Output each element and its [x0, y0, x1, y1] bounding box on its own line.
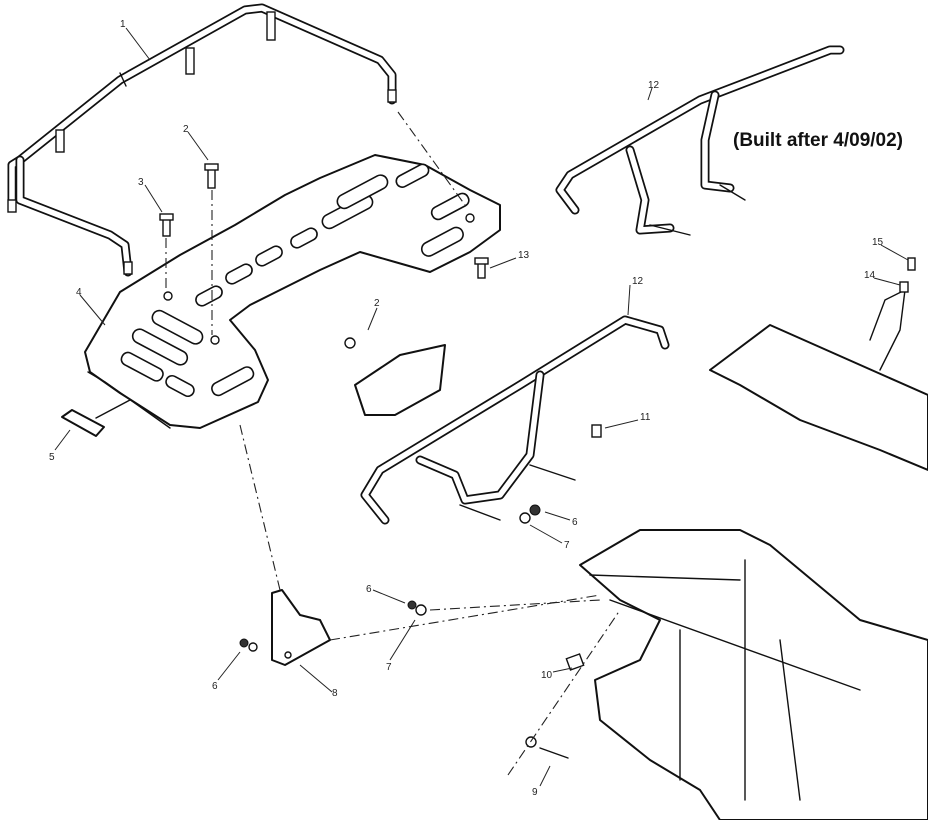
callout-1: 1 [120, 19, 126, 30]
frame-section-upper-right [709, 257, 928, 471]
callout-2: 2 [183, 124, 189, 135]
callout-4: 4 [76, 287, 82, 298]
callout-11: 11 [640, 412, 651, 423]
callout-6-mid: 6 [366, 584, 372, 595]
bracket-part-8 [271, 589, 331, 666]
washer-part-7-mid [415, 604, 427, 616]
rack-support-part-12-lower [360, 315, 670, 525]
callout-13: 13 [518, 250, 530, 261]
callout-9: 9 [532, 787, 538, 798]
callout-5: 5 [49, 452, 55, 463]
spacer-part-10 [565, 653, 585, 671]
rack-support-part-12-upper [555, 45, 845, 236]
callout-12-lower: 12 [632, 276, 644, 287]
bolt-part-3 [159, 213, 174, 237]
main-frame [579, 529, 928, 820]
callout-10: 10 [541, 670, 553, 681]
callout-14: 14 [864, 270, 876, 281]
rack-platform-part-4 [84, 154, 501, 429]
callout-7-mid: 7 [386, 662, 392, 673]
build-date-note: (Built after 4/09/02) [733, 130, 903, 151]
clip-part-11 [591, 424, 602, 438]
callout-15: 15 [872, 237, 884, 248]
bracket-part-2 [344, 337, 446, 416]
nut-part-6-upper [529, 504, 541, 516]
callout-6-lower: 6 [212, 681, 218, 692]
nut-part-6-lower [239, 638, 249, 648]
callout-8: 8 [332, 688, 338, 699]
bolt-part-13 [474, 257, 489, 279]
bolt-part-2 [204, 163, 219, 189]
rack-rail-part-1 [7, 3, 397, 277]
callout-7-upper: 7 [564, 540, 570, 551]
washer-part-7-lower [248, 642, 258, 652]
callout-6-upper: 6 [572, 517, 578, 528]
reflector-part-5 [61, 399, 131, 437]
callout-2-bracket: 2 [374, 298, 380, 309]
callout-3: 3 [138, 177, 144, 188]
nut-part-6-mid [407, 600, 417, 610]
washer-part-7-upper [519, 512, 531, 524]
callout-12-upper: 12 [648, 80, 660, 91]
